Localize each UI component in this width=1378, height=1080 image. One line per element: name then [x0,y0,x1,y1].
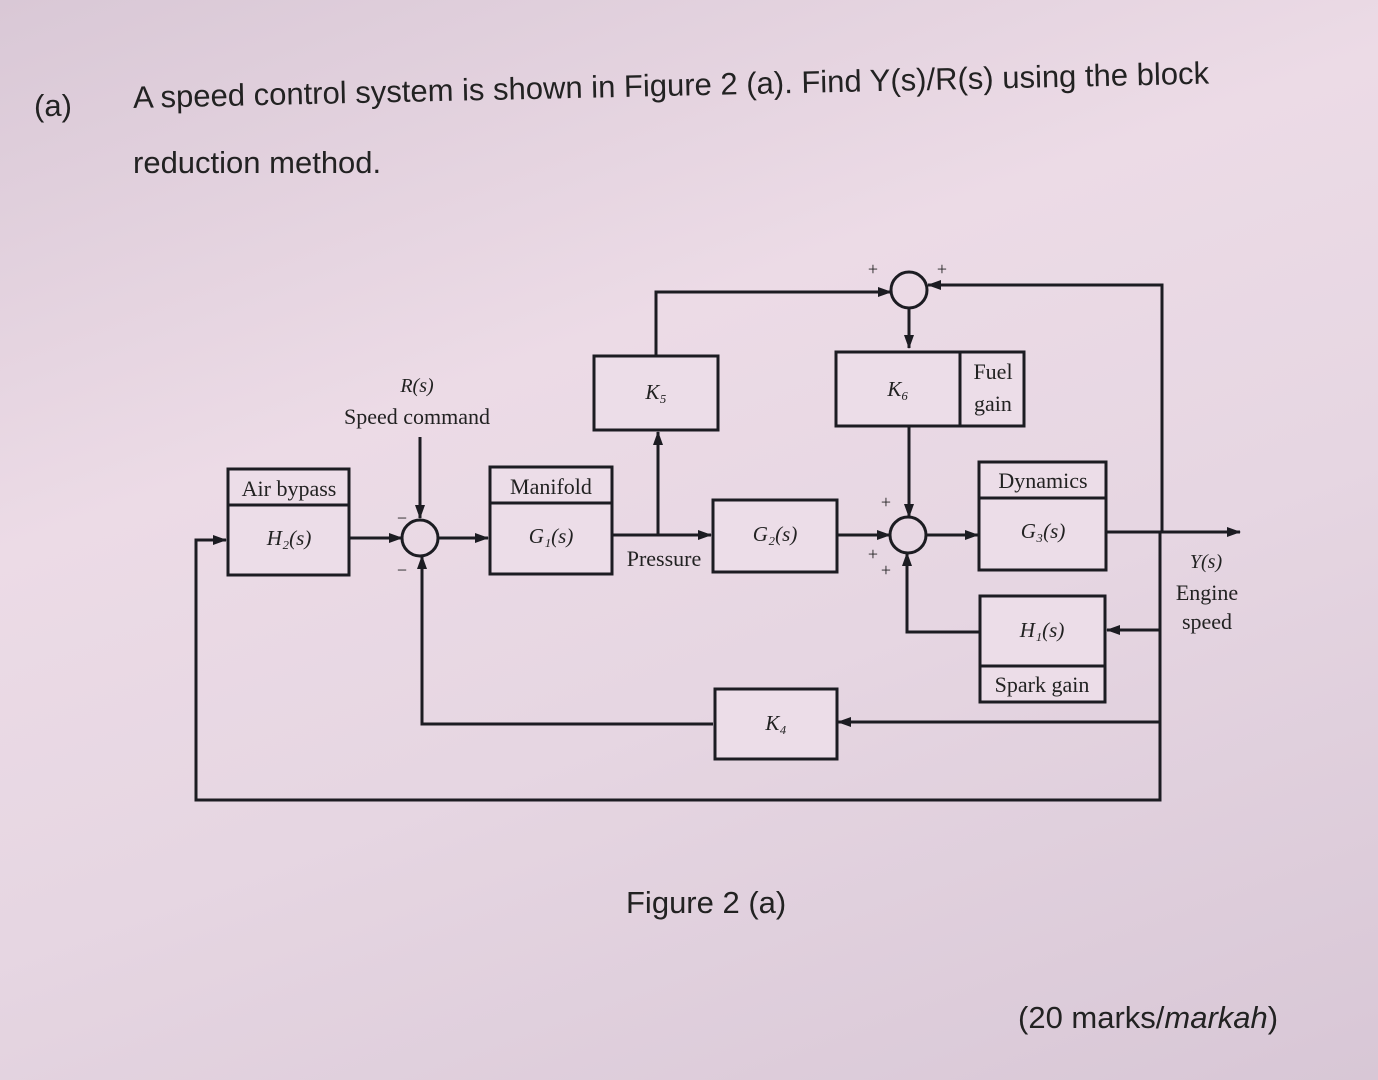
marks-suffix: ) [1267,1000,1279,1035]
block-dynamics [977,460,1108,572]
wire-h1-to-sj2 [902,552,980,634]
wire-output-to-sj3 [927,280,1164,532]
wire-outer-loop [194,535,1162,802]
output-signal-label: Y(s) [1190,551,1223,573]
pressure-label: Pressure [627,546,702,571]
wire-k5-to-sj3 [654,287,892,355]
output-name-label-1: Engine [1176,580,1238,605]
tf-g1: G₁(s) [529,524,574,548]
sign-sj1-bottom: − [397,560,407,580]
sign-sj2-bottom-b: + [881,560,891,580]
output-name-label-2: speed [1182,609,1232,634]
marks-prefix: (20 marks/ [1018,1000,1165,1035]
tf-g3: G₃(s) [1021,519,1066,543]
input-signal-label: R(s) [399,375,434,397]
summing-junction-3 [889,270,929,310]
sign-sj3-right: + [937,259,947,279]
input-name-label: Speed command [344,404,490,429]
tf-h1: H₁(s) [1019,618,1065,642]
block-k4 [713,687,839,761]
sign-sj2-bottom-a: + [868,544,878,564]
question-text-line2: reduction method. [133,145,382,180]
sign-sj2-top: + [881,492,891,512]
marks-label: (20 marks/markah) [1018,1000,1278,1036]
summing-junction-2 [888,515,928,555]
label-spark-gain: Spark gain [995,672,1090,697]
sign-sj1-top: − [397,508,407,528]
tf-g2: G₂(s) [753,522,798,546]
summing-junction-1 [400,518,440,558]
tf-k4: K₄ [764,711,786,735]
block-air-bypass [226,467,351,577]
block-manifold [488,465,614,576]
tf-k5: K₅ [644,380,666,404]
tf-k6: K₆ [886,377,908,401]
label-fuel: Fuel [973,359,1012,384]
label-air-bypass: Air bypass [242,476,337,501]
tf-h2: H₂(s) [266,526,312,550]
question-label: (a) [34,88,72,123]
marks-italic: markah [1164,1000,1268,1035]
label-gain: gain [974,391,1012,416]
block-spark-gain [978,594,1107,704]
wire-k4-to-sj1 [417,555,713,726]
sign-sj3-left: + [868,259,878,279]
block-k5 [592,354,720,432]
label-dynamics: Dynamics [998,468,1087,493]
figure-caption: Figure 2 (a) [626,885,787,920]
block-fuel-gain-label [958,350,1026,428]
block-g2 [711,498,839,574]
label-manifold: Manifold [510,474,592,499]
